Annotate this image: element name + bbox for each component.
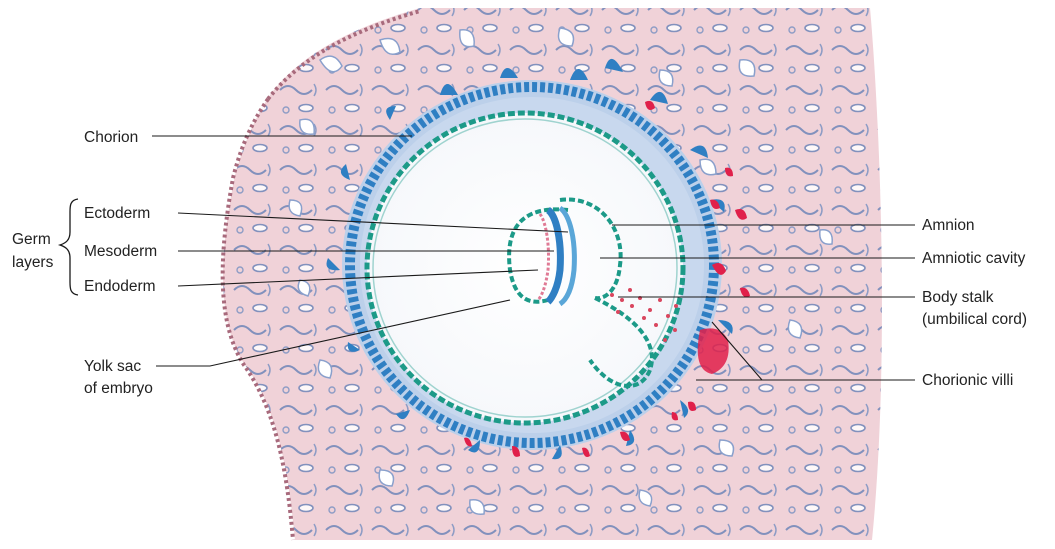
label-germ-layers-2: layers [12, 254, 54, 271]
label-amniotic-cavity: Amniotic cavity [922, 250, 1026, 267]
chorion [367, 113, 683, 423]
label-amnion: Amnion [922, 217, 975, 234]
label-ectoderm: Ectoderm [84, 205, 150, 222]
left-curly-brace-icon [60, 199, 78, 295]
label-chorion: Chorion [84, 129, 138, 146]
label-germ-layers-1: Germ [12, 231, 51, 248]
label-chorionic-villi: Chorionic villi [922, 372, 1013, 389]
label-mesoderm: Mesoderm [84, 243, 157, 260]
label-yolk-sac-2: of embryo [84, 380, 153, 397]
label-yolk-sac-1: Yolk sac [84, 358, 141, 375]
label-body-stalk-1: Body stalk [922, 289, 994, 306]
label-endoderm: Endoderm [84, 278, 156, 295]
label-body-stalk-2: (umbilical cord) [922, 311, 1027, 328]
